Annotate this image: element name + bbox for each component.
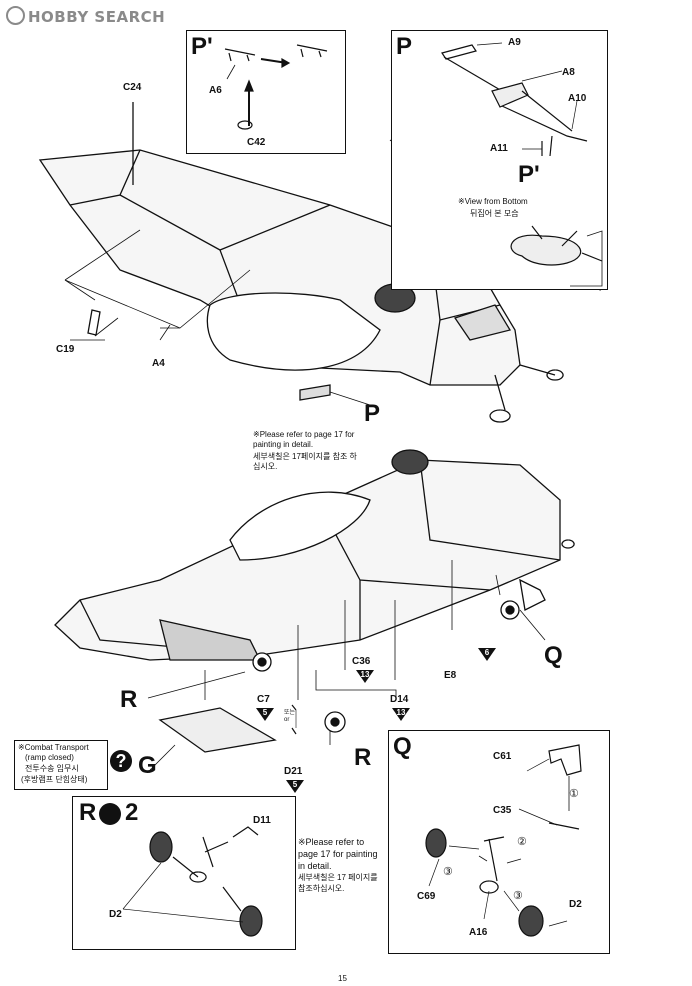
label-c35: C35 bbox=[493, 805, 512, 816]
hobby-search-watermark: HOBBY SEARCH bbox=[6, 6, 165, 26]
step-triangle-5a: 5 bbox=[256, 708, 274, 721]
wheel-pair-icon bbox=[99, 803, 121, 825]
label-g: G bbox=[138, 752, 157, 779]
step-triangle-13b: 13 bbox=[392, 708, 410, 721]
view-from-bottom-en: ※View from Bottom bbox=[458, 197, 528, 206]
label-a11: A11 bbox=[490, 143, 508, 154]
label-c69: C69 bbox=[417, 891, 436, 902]
label-a8: A8 bbox=[562, 67, 575, 78]
r-drawing bbox=[122, 826, 263, 937]
combat-note-en2: (ramp closed) bbox=[25, 753, 74, 762]
step-2-marker: ② bbox=[517, 836, 527, 848]
label-r-mid: R bbox=[354, 744, 372, 771]
step-triangle-5b: 5 bbox=[286, 780, 304, 793]
question-icon: ? bbox=[110, 750, 132, 772]
label-c7: C7 bbox=[257, 694, 270, 705]
box-r-count: 2 bbox=[125, 799, 139, 826]
detail-box-p: P A9 A8 A10 A11 P' ※View from Bottom 뒤집어… bbox=[391, 30, 608, 290]
page-number: 15 bbox=[338, 974, 347, 983]
label-d2-r: D2 bbox=[109, 909, 122, 920]
step-1-marker: ① bbox=[569, 788, 579, 800]
label-d2-q: D2 bbox=[569, 899, 582, 910]
view-from-bottom-ko: 뒤집어 본 모습 bbox=[470, 209, 519, 218]
label-q-main: Q bbox=[544, 642, 563, 669]
step-3b-marker: ③ bbox=[513, 890, 523, 902]
label-c24: C24 bbox=[123, 82, 142, 93]
detail-box-r: R 2 D11 D2 bbox=[72, 796, 296, 950]
combat-transport-note: ※Combat Transport (ramp closed) 전투수송 임무시… bbox=[14, 740, 108, 790]
q-drawing bbox=[425, 744, 582, 937]
step-3a-marker: ③ bbox=[443, 866, 453, 878]
label-c36: C36 bbox=[352, 656, 371, 667]
label-d11: D11 bbox=[253, 815, 271, 826]
paint-note-2-en: ※Please refer to page 17 for painting in… bbox=[298, 837, 378, 871]
paint-note-2-ko: 세부색칠은 17 페이지를 참조하십시오. bbox=[298, 873, 378, 893]
label-d14: D14 bbox=[390, 694, 409, 705]
label-e8: E8 bbox=[444, 670, 457, 681]
label-a16: A16 bbox=[469, 927, 488, 938]
label-c61: C61 bbox=[493, 751, 512, 762]
combat-note-ko1: 전투수송 임무시 bbox=[25, 764, 79, 773]
label-p-prime-inner: P' bbox=[518, 161, 540, 188]
p-prime-drawing bbox=[224, 44, 328, 130]
label-a10: A10 bbox=[568, 93, 587, 104]
detail-box-p-prime: P' A6 C42 bbox=[186, 30, 346, 154]
or-text: 또는 or bbox=[284, 710, 296, 723]
paint-note-1-en: ※Please refer to page 17 for painting in… bbox=[253, 430, 355, 449]
step-triangle-6: 6 bbox=[478, 648, 496, 661]
combat-note-ko2: (후방램프 단힘상태) bbox=[21, 775, 88, 784]
label-c19: C19 bbox=[56, 344, 75, 355]
detail-box-q: Q C61 C35 C69 A16 D2 ① ② ③ ③ bbox=[388, 730, 610, 954]
box-title-p-prime: P' bbox=[191, 33, 213, 60]
label-a9: A9 bbox=[508, 37, 521, 48]
label-a6: A6 bbox=[209, 85, 222, 96]
label-c42: C42 bbox=[247, 137, 266, 148]
label-a4: A4 bbox=[152, 358, 165, 369]
p-drawing bbox=[441, 42, 603, 287]
step-triangle-13a: 13 bbox=[356, 670, 374, 683]
label-d21: D21 bbox=[284, 766, 303, 777]
box-title-q: Q bbox=[393, 733, 412, 760]
box-title-p: P bbox=[396, 33, 413, 60]
label-p-main: P bbox=[364, 400, 381, 427]
box-title-r: R bbox=[79, 799, 97, 826]
paint-note-1-ko: 세부색칠은 17페이지를 참조 하십시오. bbox=[253, 452, 357, 471]
combat-note-en1: ※Combat Transport bbox=[18, 743, 89, 752]
logo-icon bbox=[6, 6, 25, 25]
label-r-left: R bbox=[120, 686, 138, 713]
